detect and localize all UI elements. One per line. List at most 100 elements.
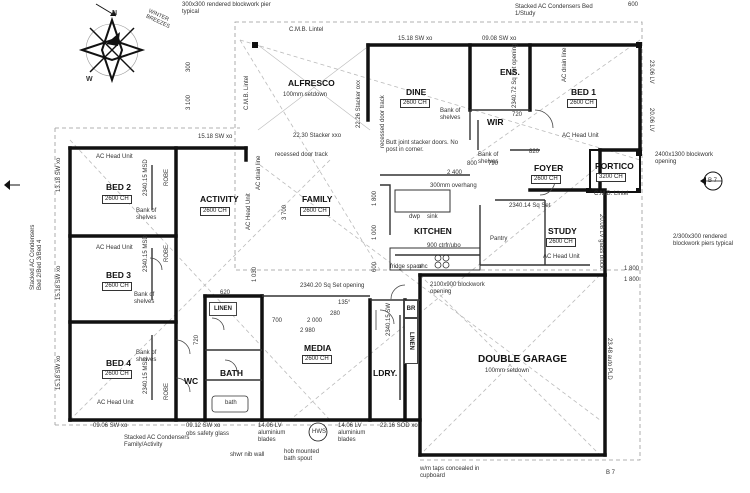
alfresco-note: 100mm setdown: [283, 92, 328, 98]
robe-bed4: ROBE: [164, 382, 170, 400]
dim-2340-14: 2340.14 Sq Set: [509, 203, 551, 209]
dim-2340-72: 2340.72 Sq Set opening: [512, 43, 518, 108]
obs: obs safety glass: [186, 431, 230, 437]
dim-22-16: 22.16 SOD xo: [380, 423, 418, 429]
bed2-ceiling: 2600 CH: [102, 195, 132, 204]
ac-head-bed1: AC Head Unit: [562, 133, 599, 139]
room-study: STUDY: [548, 226, 577, 236]
dim-2400: 2 400: [447, 170, 463, 176]
cmb-lintel-top: C.M.B. Lintel: [289, 27, 324, 33]
dim-600-top: 600: [628, 2, 639, 8]
ac-head-bed3: AC Head Unit: [96, 245, 133, 251]
dim-22-26: 22.26 Stacker oxx: [356, 79, 362, 128]
pier-right: 2/300x300 rendered blockwork piers typic…: [673, 234, 734, 247]
ac-head-activity: AC Head Unit: [246, 193, 252, 230]
dim-1000: 1 000: [372, 224, 378, 240]
dim-2400-1300: 2400x1300 blockwork opening: [655, 152, 714, 165]
wind-arrow-icon: [95, 3, 117, 17]
foyer-ceiling: 2600 CH: [531, 175, 561, 184]
dim-820: 820: [529, 149, 540, 155]
recessed-track: recessed door track: [275, 152, 328, 158]
bank-bed2: Bank of shelves: [136, 208, 157, 221]
fridge: fridge space: [390, 264, 423, 270]
stacked-ac-bed1: Stacked AC Condensers Bed 1/Study: [515, 4, 593, 17]
ac-head-bed2: AC Head Unit: [96, 154, 133, 160]
kitchen-island: [394, 189, 451, 213]
dim-15-18-top: 15.18 SW xo: [398, 36, 433, 42]
media-ceiling: 2600 CH: [302, 355, 332, 364]
robe-bed3: ROBE: [164, 244, 170, 262]
shwr: shwr nib wall: [230, 452, 265, 458]
compass-north: N: [112, 10, 118, 17]
compass-west: W: [86, 76, 93, 83]
dwp: dwp: [409, 214, 421, 220]
room-family: FAMILY: [302, 194, 333, 204]
hws: HWS: [312, 429, 326, 435]
msd-bed3: 2340.15 MSD: [143, 235, 149, 272]
dim-09-08-top: 09.08 SW xo: [482, 36, 517, 42]
dim-2340-15-sw: 2340.15 SW: [386, 302, 392, 336]
section-marker-left: [4, 180, 20, 190]
portico-ceiling: 3200 CH: [596, 173, 626, 182]
dim-800: 800: [467, 161, 478, 167]
piers: [252, 42, 642, 193]
room-kitchen: KITCHEN: [414, 226, 452, 236]
portico-box: [589, 149, 641, 193]
room-portico: PORTICO: [595, 161, 634, 171]
study-ceiling: 2600 CH: [546, 238, 576, 247]
bank-shelves-wir: Bank of shelves: [478, 152, 499, 165]
dim-13-18: 13.18 SW xo: [56, 157, 62, 192]
cooktop: 900 ctrfr/ubo: [427, 243, 461, 249]
ac-drain-bed1: AC drain line: [562, 47, 568, 82]
room-media: MEDIA: [304, 343, 332, 353]
bath-inner: bath: [225, 400, 237, 406]
door-swings: [149, 109, 556, 393]
alfresco-hatch: [257, 44, 371, 131]
glass-block: 20.08 LV glass block: [598, 214, 604, 269]
dim-15-18-left: 15.18 SW xo: [198, 134, 233, 140]
dim-790: 790: [488, 161, 499, 167]
room-bed1: BED 1: [571, 87, 597, 97]
dim-bottom2: 09.12 SW xo: [186, 423, 221, 429]
room-bath: BATH: [220, 368, 243, 378]
butt-joint-note: Butt joint stacker doors. No post in cor…: [386, 140, 459, 153]
cmb-lintel-left: C.M.B. Lintel: [244, 75, 250, 110]
dim-2100-900: 2100x900 blockwork opening: [430, 282, 485, 295]
room-pantry: Pantry: [490, 236, 508, 242]
dim-2980: 2 980: [300, 328, 316, 334]
room-bed4: BED 4: [106, 358, 132, 368]
b7-marker: B 7: [708, 178, 718, 184]
dim-14-06a: 14.06 LV aluminium blades: [258, 423, 286, 443]
family-ceiling: 2600 CH: [300, 207, 330, 216]
thin-walls: [151, 109, 590, 400]
dim-1800: 1 800: [372, 190, 378, 206]
ofrc: ohc: [418, 264, 428, 270]
overhang: 300mm overhang: [430, 183, 477, 189]
hws-circle: [308, 422, 328, 442]
dim-22-30: 22.30 Stacker xxo: [293, 133, 342, 139]
bed1-ceiling: 2600 CH: [567, 99, 597, 108]
dim-1800b: 1 800: [624, 266, 640, 272]
room-bed2: BED 2: [106, 182, 132, 192]
dim-280: 280: [330, 311, 341, 317]
kitchen-bench: [389, 247, 481, 271]
garage-note: 100mm setdown: [485, 368, 530, 374]
b7-label: B 7: [606, 470, 616, 476]
dim-1800c: 1 800: [624, 277, 640, 283]
dim-bottom1: 09.06 SW xo: [93, 423, 128, 429]
msd-bed2: 2340.15 MSD: [143, 159, 149, 196]
walls: [68, 43, 642, 457]
dim-600: 600: [372, 261, 378, 272]
dim-3700: 3 700: [282, 204, 288, 220]
room-br: BR: [404, 300, 418, 318]
room-linen2: LINEN: [404, 318, 418, 364]
room-activity: ACTIVITY: [200, 194, 239, 204]
cmb-lintel-portico: C.M.B. Lintel: [594, 191, 629, 197]
dim-620: 620: [220, 290, 231, 296]
bed3-ceiling: 2600 CH: [102, 282, 132, 291]
room-ens: ENS.: [500, 67, 520, 77]
sink: sink: [427, 214, 438, 220]
dine-ceiling: 2600 CH: [400, 99, 430, 108]
dim-135: 135°: [338, 300, 351, 306]
